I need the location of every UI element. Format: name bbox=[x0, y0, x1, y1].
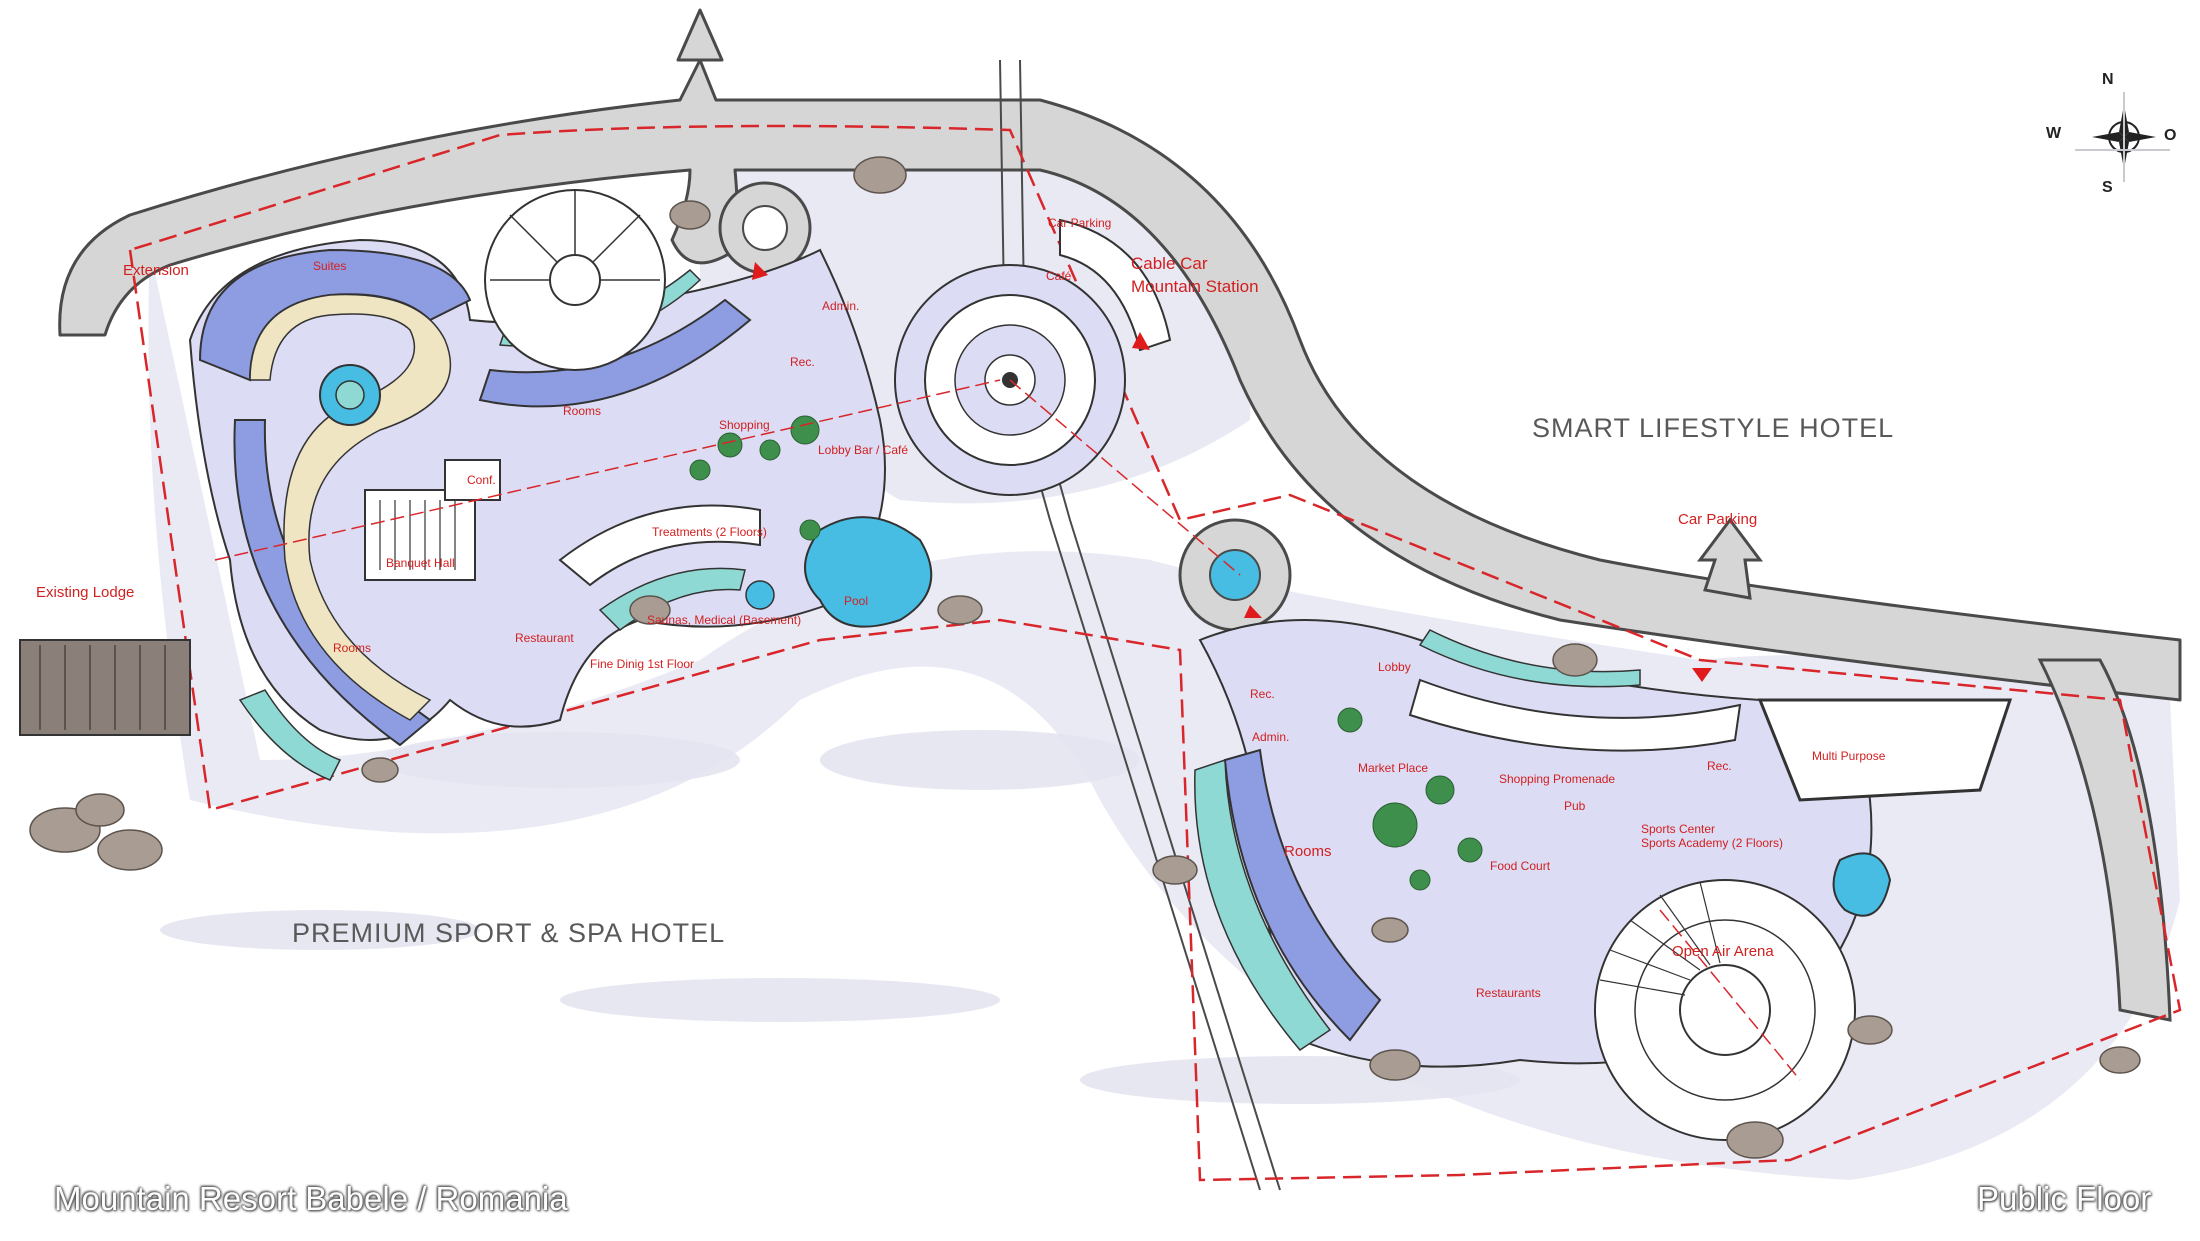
label-food-court: Food Court bbox=[1490, 859, 1551, 873]
label-treatments: Treatments (2 Floors) bbox=[652, 525, 767, 539]
label-open-air-arena: Open Air Arena bbox=[1672, 943, 1774, 960]
label-admin-east: Admin. bbox=[1252, 730, 1290, 744]
label-sports-center: Sports Center bbox=[1641, 822, 1716, 836]
label-car-parking-east: Car Parking bbox=[1678, 511, 1758, 528]
label-rooms-west: Rooms bbox=[333, 641, 372, 655]
label-car-parking-north: Car Parking bbox=[1048, 216, 1112, 230]
label-cable-car: Cable Car bbox=[1131, 254, 1208, 273]
label-mountain-station: Mountain Station bbox=[1131, 277, 1259, 296]
label-cafe: Café bbox=[1046, 269, 1072, 283]
rock-clusters bbox=[29, 156, 2141, 1159]
compass-west: W bbox=[2046, 125, 2062, 142]
label-rec-east-1: Rec. bbox=[1250, 687, 1275, 701]
label-shopping-promenade: Shopping Promenade bbox=[1499, 772, 1616, 786]
label-sports-academy: Sports Academy (2 Floors) bbox=[1641, 836, 1784, 850]
label-rec-west: Rec. bbox=[790, 355, 815, 369]
compass-east: O bbox=[2164, 127, 2177, 144]
label-shopping: Shopping bbox=[719, 418, 770, 432]
label-restaurants: Restaurants bbox=[1476, 986, 1541, 1000]
caption-floor: Public Floor bbox=[1977, 1180, 2152, 1217]
label-market-place: Market Place bbox=[1358, 761, 1429, 775]
label-conf: Conf. bbox=[467, 473, 496, 487]
label-existing-lodge: Existing Lodge bbox=[36, 584, 135, 601]
label-rec-east-2: Rec. bbox=[1707, 759, 1732, 773]
label-saunas: Saunas, Medical (Basement) bbox=[647, 613, 802, 627]
label-restaurant: Restaurant bbox=[515, 631, 574, 645]
label-lobby-east: Lobby bbox=[1378, 660, 1411, 674]
existing-lodge bbox=[19, 639, 191, 736]
caption-project-title: Mountain Resort Babele / Romania bbox=[54, 1180, 568, 1217]
compass-north: N bbox=[2102, 71, 2114, 88]
trees bbox=[689, 415, 1483, 891]
zone-title-smart: SMART LIFESTYLE HOTEL bbox=[1532, 413, 1895, 443]
label-lobby-bar: Lobby Bar / Café bbox=[818, 443, 909, 457]
zone-title-premium: PREMIUM SPORT & SPA HOTEL bbox=[292, 918, 726, 948]
label-pub: Pub bbox=[1564, 799, 1586, 813]
label-admin-west: Admin. bbox=[822, 299, 860, 313]
label-extension: Extension bbox=[123, 262, 189, 279]
label-pool: Pool bbox=[844, 594, 869, 608]
compass-rose bbox=[2075, 92, 2170, 182]
compass-south: S bbox=[2102, 179, 2113, 196]
premium-hotel-floor bbox=[188, 189, 933, 781]
road-network bbox=[58, 8, 2182, 1022]
axis-lines bbox=[214, 379, 1801, 1081]
label-multi-purpose: Multi Purpose bbox=[1812, 749, 1886, 763]
entrance-markers bbox=[752, 262, 1712, 682]
label-rooms-east: Rooms bbox=[1284, 843, 1332, 860]
label-rooms-north: Rooms bbox=[563, 404, 602, 418]
label-suites: Suites bbox=[313, 259, 347, 273]
label-banquet-hall: Banquet Hall bbox=[386, 556, 455, 570]
smart-hotel-floor bbox=[1194, 619, 2013, 1141]
snow-streaks bbox=[160, 730, 1520, 1104]
label-fine-dining: Fine Dinig 1st Floor bbox=[590, 657, 695, 671]
